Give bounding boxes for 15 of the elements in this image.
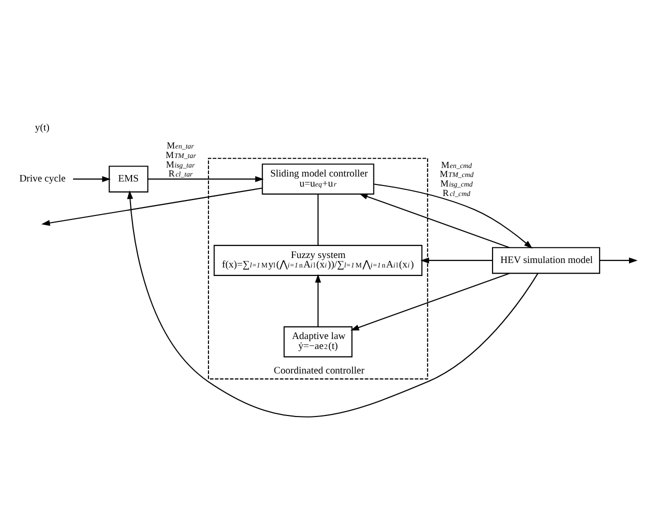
arrow bbox=[374, 184, 533, 249]
node-text: Drive cycle bbox=[19, 174, 66, 185]
arrow bbox=[73, 176, 111, 182]
connector bbox=[318, 194, 319, 246]
arrow bbox=[148, 176, 264, 182]
arrow bbox=[41, 188, 262, 226]
node-box: EMS bbox=[108, 166, 148, 192]
arrow bbox=[359, 194, 510, 248]
arrow bbox=[420, 257, 492, 264]
arrow bbox=[350, 272, 510, 330]
node-box: HEV simulation model bbox=[492, 247, 600, 274]
arrow bbox=[127, 190, 538, 418]
label: y(t) bbox=[35, 122, 50, 134]
arrow bbox=[315, 274, 322, 327]
arrow bbox=[600, 257, 638, 264]
